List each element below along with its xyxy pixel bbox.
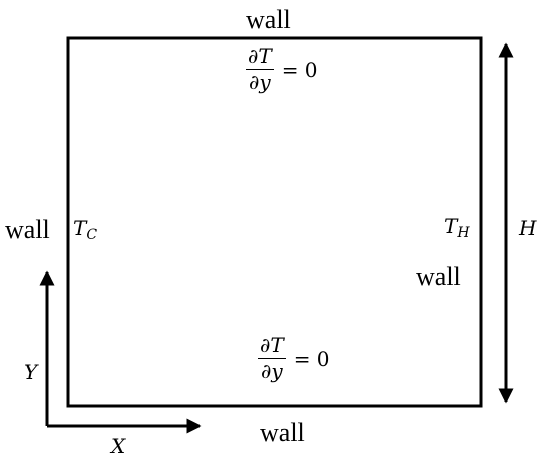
hot-temperature-subscript: H bbox=[457, 225, 470, 241]
hot-wall-temperature-label: TH bbox=[444, 216, 470, 240]
bottom-derivative-numerator: ∂T bbox=[260, 333, 284, 357]
top-fraction-bar bbox=[246, 69, 274, 70]
wall-label-top: wall bbox=[246, 5, 291, 34]
top-derivative-denominator: ∂y bbox=[249, 70, 271, 94]
height-label: H bbox=[519, 216, 537, 240]
top-boundary-condition: ∂T ∂y = 0 bbox=[246, 46, 318, 93]
bottom-derivative-fraction: ∂T ∂y bbox=[258, 335, 286, 382]
bottom-fraction-bar bbox=[258, 358, 286, 359]
hot-temperature-symbol: T bbox=[444, 214, 458, 238]
cold-temperature-symbol: T bbox=[73, 216, 87, 240]
cold-wall-temperature-label: TC bbox=[73, 218, 97, 242]
cavity-box bbox=[66, 36, 483, 408]
bottom-boundary-condition: ∂T ∂y = 0 bbox=[258, 335, 330, 382]
top-derivative-numerator: ∂T bbox=[248, 44, 272, 68]
wall-label-right: wall bbox=[416, 262, 461, 291]
x-axis-label: X bbox=[111, 434, 126, 458]
cold-temperature-subscript: C bbox=[86, 227, 98, 243]
bottom-derivative-denominator: ∂y bbox=[261, 359, 283, 383]
wall-label-left: wall bbox=[5, 215, 50, 244]
top-boundary-equals-zero: = 0 bbox=[281, 57, 318, 82]
wall-label-bottom: wall bbox=[260, 418, 305, 447]
bottom-boundary-equals-zero: = 0 bbox=[293, 346, 330, 371]
top-derivative-fraction: ∂T ∂y bbox=[246, 46, 274, 93]
y-axis-label: Y bbox=[24, 360, 38, 384]
